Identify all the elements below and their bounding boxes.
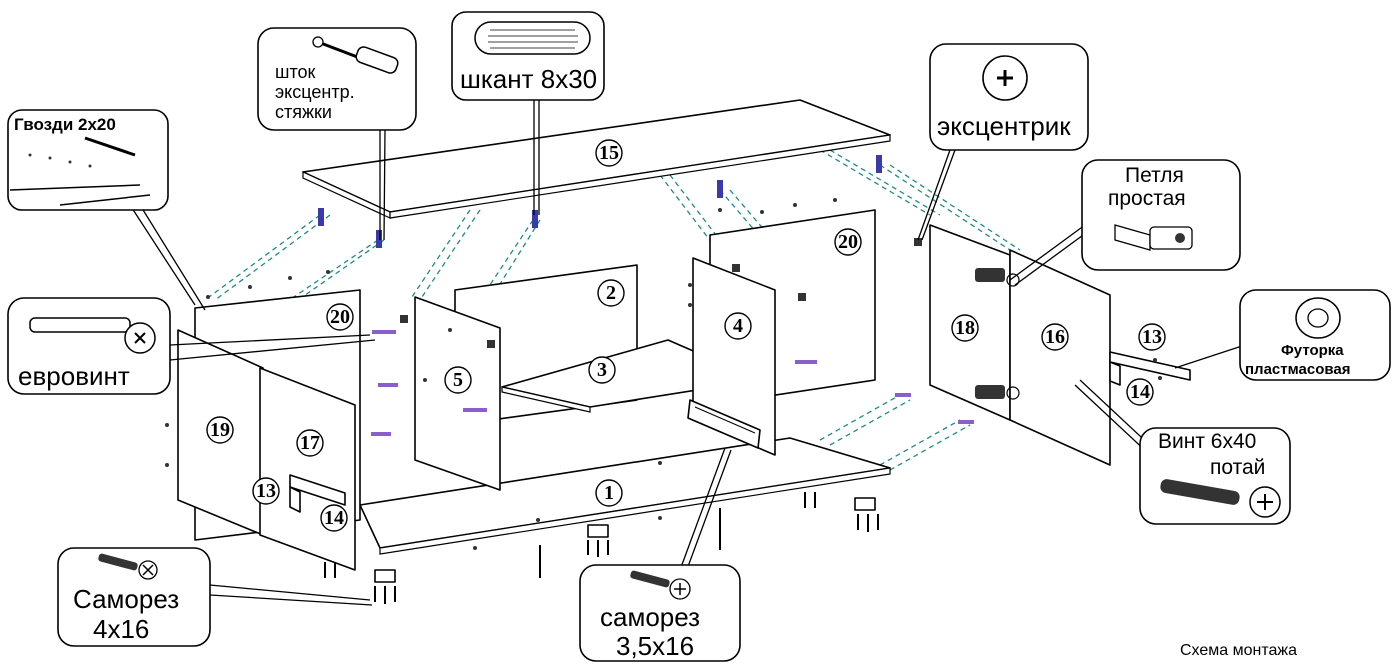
plug-icon bbox=[1295, 297, 1341, 339]
part-14-label-right: 14 bbox=[1126, 378, 1154, 406]
svg-text:14: 14 bbox=[1130, 381, 1150, 403]
screw-6x40-icon bbox=[1160, 479, 1281, 518]
dowels bbox=[318, 155, 882, 248]
part-5-label: 5 bbox=[444, 366, 472, 394]
part-19-label: 19 bbox=[206, 416, 234, 444]
rod-icon bbox=[312, 36, 399, 74]
svg-text:пластмасовая: пластмасовая bbox=[1245, 361, 1350, 378]
svg-text:Петля: Петля bbox=[1125, 164, 1184, 187]
callout-screw-35x16: саморез 3,5х16 bbox=[579, 564, 741, 662]
callout-nails: Гвозди 2х20 bbox=[7, 109, 169, 211]
svg-text:евровинт: евровинт bbox=[18, 361, 130, 391]
diagram-title: Схема монтажа bbox=[1180, 642, 1297, 659]
svg-text:простая: простая bbox=[1108, 187, 1186, 210]
svg-text:Винт 6х40: Винт 6х40 bbox=[1158, 430, 1256, 453]
svg-text:16: 16 bbox=[1045, 326, 1065, 348]
part-15-label: 15 bbox=[595, 139, 623, 167]
svg-text:эксцентр.: эксцентр. bbox=[275, 82, 355, 102]
svg-text:14: 14 bbox=[324, 507, 344, 529]
callout-euro-screw: евровинт bbox=[7, 297, 171, 395]
svg-text:саморез: саморез bbox=[600, 602, 700, 632]
svg-text:стяжки: стяжки bbox=[275, 102, 332, 122]
svg-text:шток: шток bbox=[275, 62, 315, 82]
panel-1 bbox=[359, 437, 891, 555]
cam-icon bbox=[982, 55, 1028, 101]
part-4-label: 4 bbox=[724, 312, 752, 340]
drawer-slide bbox=[687, 399, 761, 449]
svg-text:18: 18 bbox=[955, 317, 975, 339]
euro-screws bbox=[371, 330, 974, 436]
svg-text:13: 13 bbox=[256, 480, 276, 502]
svg-text:19: 19 bbox=[210, 419, 230, 441]
svg-text:Футорка: Футорка bbox=[1281, 342, 1344, 359]
handle-right bbox=[1109, 351, 1191, 386]
hinges bbox=[975, 268, 1020, 400]
part-2-label: 2 bbox=[597, 279, 625, 307]
part-18-label: 18 bbox=[951, 314, 979, 342]
part-17-label: 17 bbox=[296, 429, 324, 457]
svg-text:3: 3 bbox=[597, 359, 607, 381]
euro-screw-icon bbox=[29, 317, 156, 354]
part-20-label-right: 20 bbox=[834, 228, 862, 256]
svg-text:3,5х16: 3,5х16 bbox=[616, 631, 694, 661]
svg-text:Саморез: Саморез bbox=[73, 584, 179, 614]
leader-lines bbox=[129, 100, 1246, 606]
svg-text:15: 15 bbox=[599, 142, 619, 164]
hardware-dots bbox=[165, 198, 1162, 550]
part-3-label: 3 bbox=[588, 356, 616, 384]
part-13-label-left: 13 bbox=[252, 477, 280, 505]
feet bbox=[374, 497, 876, 583]
svg-text:Гвозди 2х20: Гвозди 2х20 bbox=[14, 115, 116, 134]
svg-text:20: 20 bbox=[330, 306, 350, 328]
handle-left bbox=[289, 474, 346, 513]
callout-cam: эксцентрик bbox=[929, 43, 1089, 151]
svg-text:1: 1 bbox=[604, 482, 614, 504]
panel-4 bbox=[692, 257, 776, 456]
svg-text:эксцентрик: эксцентрик bbox=[937, 111, 1071, 141]
callout-rod: шток эксцентр. стяжки bbox=[257, 27, 417, 131]
part-16-label: 16 bbox=[1041, 323, 1069, 351]
dowel-icon bbox=[474, 21, 591, 55]
part-14-label-left: 14 bbox=[320, 504, 348, 532]
svg-text:20: 20 bbox=[838, 231, 858, 253]
part-numbers: 15 2 3 1 20 20 5 4 19 17 13 14 18 16 13 … bbox=[206, 139, 1166, 532]
svg-text:17: 17 bbox=[300, 432, 320, 454]
hinge-icon bbox=[1114, 224, 1193, 251]
svg-text:потай: потай bbox=[1210, 456, 1265, 479]
svg-text:13: 13 bbox=[1142, 326, 1162, 348]
svg-text:4х16: 4х16 bbox=[93, 614, 149, 644]
callout-dowel: шкант 8х30 bbox=[451, 11, 605, 101]
callout-plug: Футорка пластмасовая bbox=[1239, 289, 1391, 381]
callout-screw-4x16: Саморез 4х16 bbox=[57, 547, 211, 647]
callout-screw-6x40: Винт 6х40 потай bbox=[1139, 427, 1291, 525]
svg-text:2: 2 bbox=[606, 282, 616, 304]
svg-text:4: 4 bbox=[733, 315, 743, 337]
panel-16 bbox=[1009, 249, 1111, 466]
part-13-label-right: 13 bbox=[1138, 323, 1166, 351]
screw-4x16-icon bbox=[98, 553, 158, 580]
svg-text:шкант 8х30: шкант 8х30 bbox=[460, 64, 597, 94]
screw-35x16-icon bbox=[630, 570, 691, 600]
part-20-label-left: 20 bbox=[326, 303, 354, 331]
callout-hinge: Петля простая bbox=[1081, 159, 1241, 271]
part-1-label: 1 bbox=[595, 479, 623, 507]
svg-text:5: 5 bbox=[453, 369, 463, 391]
foot-screws bbox=[324, 492, 879, 604]
